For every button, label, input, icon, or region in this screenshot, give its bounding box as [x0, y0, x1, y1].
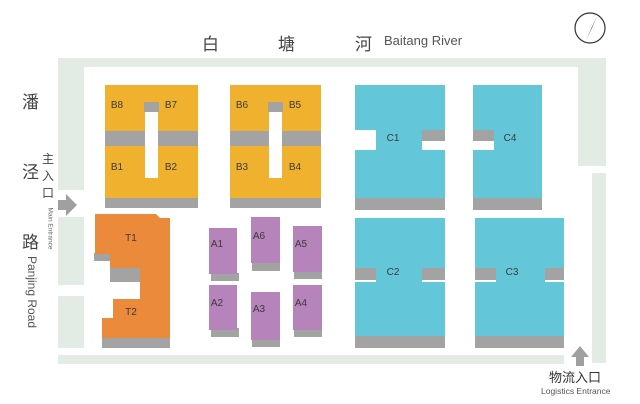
building-a2 [209, 285, 237, 330]
building-a6 [251, 217, 280, 263]
shadow [102, 338, 170, 348]
label-c1: C1 [387, 133, 400, 144]
building-c4 [473, 85, 542, 198]
label-a5: A5 [295, 239, 308, 250]
building-t1-t2 [95, 214, 170, 338]
main-entrance-char-3: 口 [42, 186, 55, 200]
connector [105, 198, 198, 208]
shadow [252, 261, 280, 271]
connector [473, 130, 494, 141]
road-name-en: Panjing Road [25, 255, 39, 329]
label-a1: A1 [211, 239, 224, 250]
label-t1: T1 [125, 233, 137, 244]
label-b8: B8 [111, 100, 124, 111]
connector [355, 198, 445, 210]
shadow [211, 273, 239, 281]
shadow [294, 328, 322, 337]
building-c1 [355, 85, 445, 198]
main-entrance-char-1: 主 [42, 152, 55, 166]
building-a4 [293, 285, 322, 330]
label-a4: A4 [295, 298, 308, 309]
road-char-3: 路 [22, 233, 39, 253]
connector [355, 268, 376, 280]
shadow [294, 270, 322, 279]
block-a: A1 A6 A5 A2 A3 A4 [209, 217, 322, 347]
block-b-east: B6 B5 B3 B4 [230, 85, 321, 208]
main-entrance-arrow-icon [58, 194, 77, 216]
river-label: 白 塘 河 Baitang River [0, 30, 640, 55]
building-a1 [209, 228, 237, 274]
river-name-en: Baitang River [384, 33, 463, 48]
road-left-upper [58, 58, 84, 190]
road-left-mid [58, 217, 84, 285]
block-t: T1 T2 [94, 214, 170, 348]
connector [475, 268, 496, 280]
label-c3: C3 [506, 267, 519, 278]
road-left-lower [58, 296, 84, 348]
label-b6: B6 [236, 100, 249, 111]
road-right-lower [592, 173, 606, 363]
building-a5 [293, 226, 322, 272]
block-c: C1 C4 C2 C3 [355, 85, 564, 348]
label-c4: C4 [504, 133, 517, 144]
river-char-1: 白 [202, 35, 219, 55]
courtyard [145, 112, 158, 178]
label-b3: B3 [236, 162, 249, 173]
perimeter-road [58, 58, 606, 364]
building-c3 [475, 218, 564, 336]
block-b-west: B8 B7 B1 B2 [105, 85, 198, 208]
river-char-2: 塘 [278, 35, 295, 55]
logistics-entrance-cn: 物流入口 [549, 371, 602, 386]
road-right [578, 58, 606, 166]
connector [144, 102, 159, 112]
label-b5: B5 [289, 100, 302, 111]
label-b4: B4 [289, 162, 302, 173]
shadow [110, 266, 142, 282]
connector [268, 102, 283, 112]
connector [230, 198, 321, 208]
road-char-1: 潘 [22, 93, 39, 113]
road-top [58, 58, 606, 67]
shadow [211, 328, 239, 337]
connector [475, 336, 564, 348]
main-entrance-en: Main Entrance [46, 207, 54, 250]
shadow [94, 253, 110, 261]
label-a3: A3 [253, 304, 266, 315]
connector [422, 130, 445, 141]
building-c2 [355, 218, 445, 336]
connector [473, 198, 542, 210]
road-bottom [58, 355, 564, 364]
label-b1: B1 [111, 162, 124, 173]
label-t2: T2 [125, 307, 137, 318]
connector [545, 268, 564, 280]
connector [422, 268, 445, 280]
label-c2: C2 [387, 267, 400, 278]
label-b2: B2 [165, 162, 178, 173]
label-b7: B7 [165, 100, 178, 111]
logistics-entrance-en: Logistics Entrance [541, 386, 611, 396]
river-char-3: 河 [355, 35, 372, 55]
north-arrow-icon [574, 12, 606, 44]
logistics-entrance-arrow-icon [571, 346, 589, 366]
shadow [252, 338, 280, 347]
main-entrance-char-2: 入 [42, 169, 55, 183]
label-a6: A6 [253, 231, 266, 242]
connector [355, 336, 445, 348]
courtyard [269, 112, 282, 178]
road-char-2: 泾 [22, 163, 39, 183]
building-a3 [251, 292, 280, 340]
label-a2: A2 [211, 298, 224, 309]
